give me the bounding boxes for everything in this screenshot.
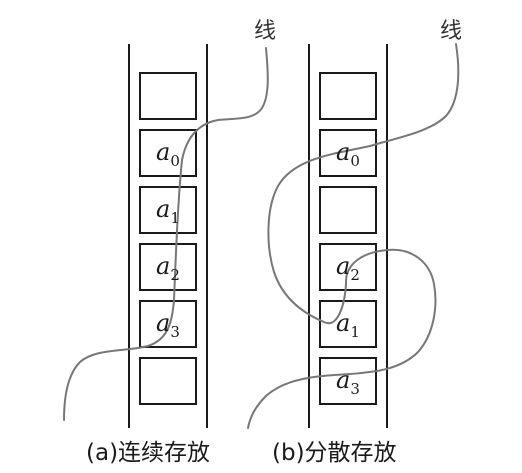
- panel-b-cell-1: [319, 72, 377, 120]
- panel-b-cell-4-label: a2: [336, 252, 360, 284]
- panel-a-cell-2-letter: a: [156, 138, 170, 166]
- panel-b-caption: (b)分散存放: [272, 440, 397, 466]
- panel-b-cell-6: [319, 357, 377, 405]
- panel-b-cell-6-letter: a: [336, 366, 350, 394]
- panel-a-cell-2: [139, 129, 197, 177]
- panel-b-cell-4-letter: a: [336, 252, 350, 280]
- panel-a-cell-4-index: 2: [170, 266, 180, 284]
- panel-b-cell-6-index: 3: [350, 380, 360, 398]
- panel-a-cell-6: [139, 357, 197, 405]
- panel-b-cell-5-index: 1: [350, 323, 360, 341]
- panel-a-cell-3-letter: a: [156, 195, 170, 223]
- panel-b-cell-6-label: a3: [336, 366, 360, 398]
- panel-a-cell-3-label: a1: [156, 195, 180, 227]
- panel-a-cell-3-index: 1: [170, 209, 180, 227]
- panel-a-thread-label: 线: [254, 19, 276, 44]
- panel-a-cell-5-index: 3: [170, 323, 180, 341]
- panel-a-cell-1: [139, 72, 197, 120]
- panel-b-cell-5-label: a1: [336, 309, 360, 341]
- panel-b-cell-2-letter: a: [336, 138, 350, 166]
- panel-a-cell-2-index: 0: [170, 152, 180, 170]
- panel-b-cell-2-index: 0: [350, 152, 360, 170]
- panel-a-cell-3: [139, 186, 197, 234]
- panel-b: a0 a2 a1 a3 线 (b)分散存放: [247, 19, 462, 466]
- panel-a-cell-2-label: a0: [156, 138, 180, 170]
- panel-b-cell-4: [319, 243, 377, 291]
- panel-b-cell-2: [319, 129, 377, 177]
- panel-a-cell-4: [139, 243, 197, 291]
- panel-a-cell-5-label: a3: [156, 309, 180, 341]
- panel-a-cell-4-label: a2: [156, 252, 180, 284]
- panel-b-cell-3: [319, 186, 377, 234]
- panel-b-cell-2-label: a0: [336, 138, 360, 170]
- panel-a-cell-5-letter: a: [156, 309, 170, 337]
- panel-a: a0 a1 a2 a3 线 (a)连续存放: [63, 19, 276, 466]
- panel-a-thread: [63, 47, 269, 421]
- panel-b-cell-5-letter: a: [336, 309, 350, 337]
- panel-b-thread: [247, 43, 460, 429]
- panel-b-cell-4-index: 2: [350, 266, 360, 284]
- panel-b-thread-label: 线: [440, 19, 462, 44]
- panel-a-caption: (a)连续存放: [86, 440, 210, 466]
- panel-a-cell-4-letter: a: [156, 252, 170, 280]
- panel-a-cell-5: [139, 300, 197, 348]
